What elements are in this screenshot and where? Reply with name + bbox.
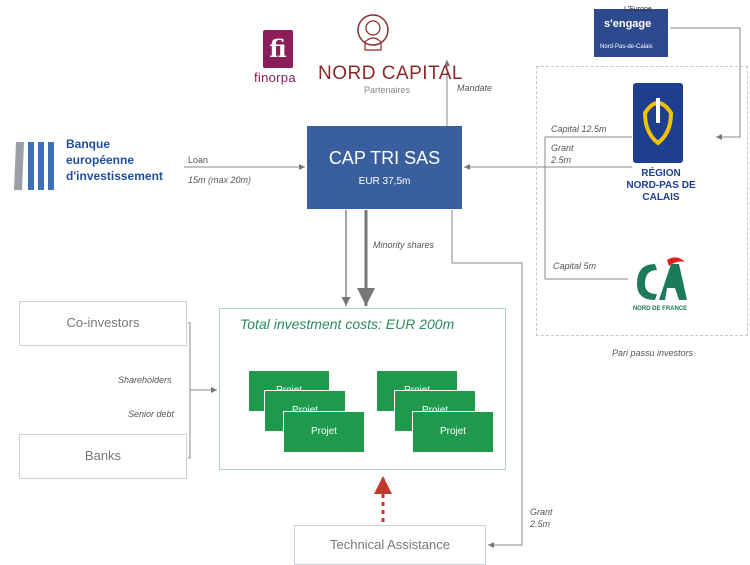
region-grant-line xyxy=(544,136,632,167)
cap-tri-title: CAP TRI SAS xyxy=(328,148,441,168)
europe-grant-arrow xyxy=(670,27,741,140)
cap-tri-amount: EUR 37,5m xyxy=(358,176,411,187)
capital-region-label: Capital 12.5m xyxy=(551,124,607,134)
grant-region-label-2: 2.5m xyxy=(551,155,572,165)
nord-capital-emblem-icon xyxy=(357,14,389,51)
credit-agricole-name: NORD DE FRANCE xyxy=(632,306,688,312)
grant-ta-label-2: 2.5m xyxy=(530,519,551,529)
finorpa-logo: fi xyxy=(263,30,293,68)
ta-grant-line xyxy=(451,210,523,548)
project-card: Projet xyxy=(413,412,493,452)
eib-name-line1: Banque xyxy=(66,137,111,151)
eib-name-line3: d'investissement xyxy=(66,169,163,183)
investment-label: Total investment costs: EUR 200m xyxy=(240,316,454,332)
region-emblem-icon xyxy=(642,98,674,146)
grant-region-label-1: Grant xyxy=(551,143,574,153)
cap-tri-box: CAP TRI SAS EUR 37,5m xyxy=(307,126,462,209)
project-card: Projet xyxy=(284,412,364,452)
europe-logo-sub: Nord-Pas-de-Calais xyxy=(600,44,653,50)
technical-assistance-box: Technical Assistance xyxy=(294,525,486,565)
eib-name: Banque européenne d'investissement xyxy=(66,136,186,184)
mandate-label: Mandate xyxy=(457,83,493,93)
co-investors-bracket xyxy=(188,322,191,459)
region-name: RÉGION NORD-PAS DE CALAIS xyxy=(616,168,706,204)
ca-capital-line xyxy=(544,167,628,280)
investment-amount: EUR 200m xyxy=(385,316,455,332)
senior-debt-label: Senior debt xyxy=(128,409,175,419)
europe-logo-top: L'Europe xyxy=(624,6,652,13)
nord-capital-name: NORD CAPITAL xyxy=(318,63,464,84)
pari-passu-frame xyxy=(536,66,748,336)
region-logo xyxy=(633,83,683,163)
finorpa-name: finorpa xyxy=(254,70,296,85)
eib-logo-icon xyxy=(14,142,54,190)
co-investors-box: Co-investors xyxy=(19,301,187,346)
investment-label-text: Total investment costs: xyxy=(240,316,386,332)
loan-amount-label: 15m (max 20m) xyxy=(188,175,252,185)
nord-capital-sub: Partenaires xyxy=(364,85,411,95)
credit-agricole-logo-icon xyxy=(637,257,687,300)
banks-box: Banks xyxy=(19,434,187,479)
eib-name-line2: européenne xyxy=(66,153,135,167)
pari-passu-label: Pari passu investors xyxy=(612,348,694,358)
europe-logo-label: s'engage xyxy=(604,18,652,30)
shareholders-label: Shareholders xyxy=(118,375,172,385)
region-name-line1: RÉGION xyxy=(641,168,681,179)
capital-ca-label: Capital 5m xyxy=(553,261,597,271)
europe-logo xyxy=(594,9,668,57)
loan-label: Loan xyxy=(188,155,209,165)
region-name-line2: NORD-PAS DE CALAIS xyxy=(626,180,696,203)
minority-shares-label: Minority shares xyxy=(373,240,435,250)
grant-ta-label-1: Grant xyxy=(530,507,553,517)
